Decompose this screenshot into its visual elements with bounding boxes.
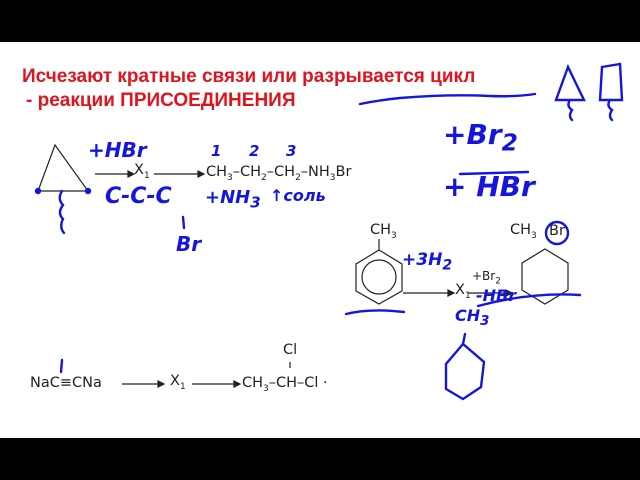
arrowhead — [127, 170, 136, 178]
hand-minus-hbr: -HBr — [476, 286, 517, 305]
square-sketch — [598, 62, 624, 122]
product-3: CH3–CH–Cl · — [242, 375, 328, 394]
hand-ch3: CH3 — [455, 306, 490, 330]
slide: Исчезают кратные связи или разрывается ц… — [0, 42, 640, 438]
hand-number-2: 2 — [249, 142, 260, 160]
br-bond — [181, 215, 186, 230]
product-1: CH3–CH2–CH2–NH3Br — [206, 164, 352, 183]
squiggle — [58, 189, 66, 235]
plus-one — [59, 358, 64, 374]
top-cl: Cl — [283, 342, 298, 358]
drawing-layer — [34, 62, 624, 401]
title-line2: - реакции ПРИСОЕДИНЕНИЯ — [26, 90, 296, 111]
arrowhead — [447, 289, 456, 297]
product-ch3: CH3 — [510, 222, 537, 241]
hand-br: Br — [176, 232, 202, 256]
hand-number-1: 1 — [211, 142, 222, 160]
hand-nh3: +NH3 — [205, 187, 261, 212]
reactant-sodium-acetylide: NaC≡CNa — [30, 375, 102, 391]
hand-number-3: 3 — [286, 142, 297, 160]
dot — [34, 187, 42, 195]
intermediate-x1: X1 — [170, 373, 186, 392]
br-circle — [544, 220, 570, 246]
cyclopropane — [37, 143, 90, 192]
intermediate-x1: X1 — [134, 162, 150, 181]
arrowhead — [197, 170, 206, 178]
reagent-br2: +Br2 — [472, 269, 501, 287]
arrowhead — [505, 289, 514, 297]
arrowhead — [157, 380, 166, 388]
triangle-sketch — [554, 63, 586, 122]
benzene-ring — [355, 249, 403, 305]
overline — [458, 170, 530, 176]
intermediate-x1: X1 — [455, 282, 471, 301]
toluene-ch3: CH3 — [370, 222, 397, 241]
title-line1: Исчезают кратные связи или разрывается ц… — [22, 66, 476, 87]
hand-plus-hbr-2: + HBr — [443, 170, 535, 203]
hand-salt: ↑соль — [270, 186, 326, 205]
hand-chain: C-C-C — [105, 184, 172, 209]
cyclohexane-underline — [476, 293, 582, 308]
benzene-circle — [361, 259, 397, 295]
hexagon-sketch — [444, 332, 486, 401]
hand-plus-br2: +Br2 — [443, 118, 518, 157]
underline-wave — [358, 92, 537, 106]
hand-plus-3h2: +3H2 — [402, 250, 453, 274]
cyclohexane-ring — [521, 248, 569, 305]
hand-plus-hbr: +HBr — [88, 138, 147, 162]
dot — [84, 187, 92, 195]
toluene-underline — [344, 309, 406, 316]
arrowhead — [233, 380, 242, 388]
product-br: Br — [549, 223, 565, 239]
